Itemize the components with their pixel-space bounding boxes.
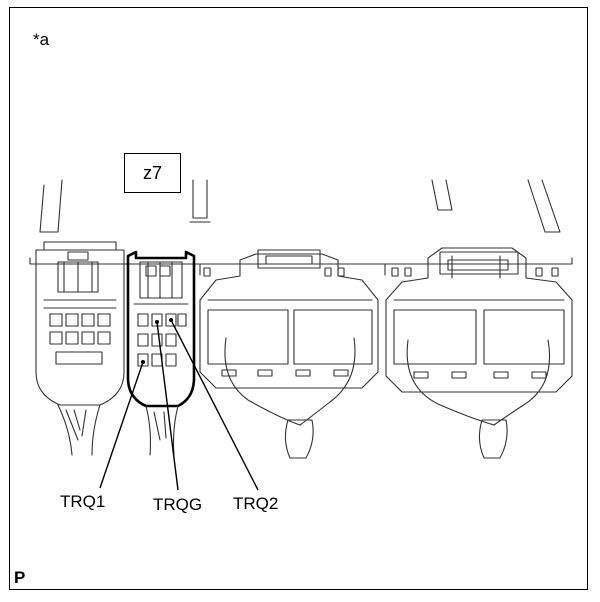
- connector-code: z7: [142, 162, 162, 183]
- leader-trq1: [99, 361, 144, 489]
- connector-1: [35, 241, 125, 456]
- leader-trq2: [170, 319, 259, 491]
- connector-3: [199, 249, 379, 459]
- harness-stub-left: [39, 179, 63, 233]
- terminal-label-trqg: TRQG: [153, 495, 203, 514]
- terminal-label-trq2: TRQ2: [233, 494, 279, 513]
- page-mark: P: [14, 568, 26, 587]
- leader-trqg: [156, 321, 179, 491]
- harness-stub-right: [527, 179, 561, 233]
- ecu-housing: [29, 257, 573, 265]
- harness-stub-2: [189, 179, 211, 223]
- diagram-frame: [9, 7, 588, 590]
- harness-stub-3: [431, 179, 453, 211]
- corner-label: *a: [33, 30, 50, 49]
- connector-code-box: z7: [124, 153, 181, 193]
- connector-4: [385, 247, 573, 459]
- terminal-label-trq1: TRQ1: [60, 492, 106, 511]
- connector-z7: [126, 250, 196, 456]
